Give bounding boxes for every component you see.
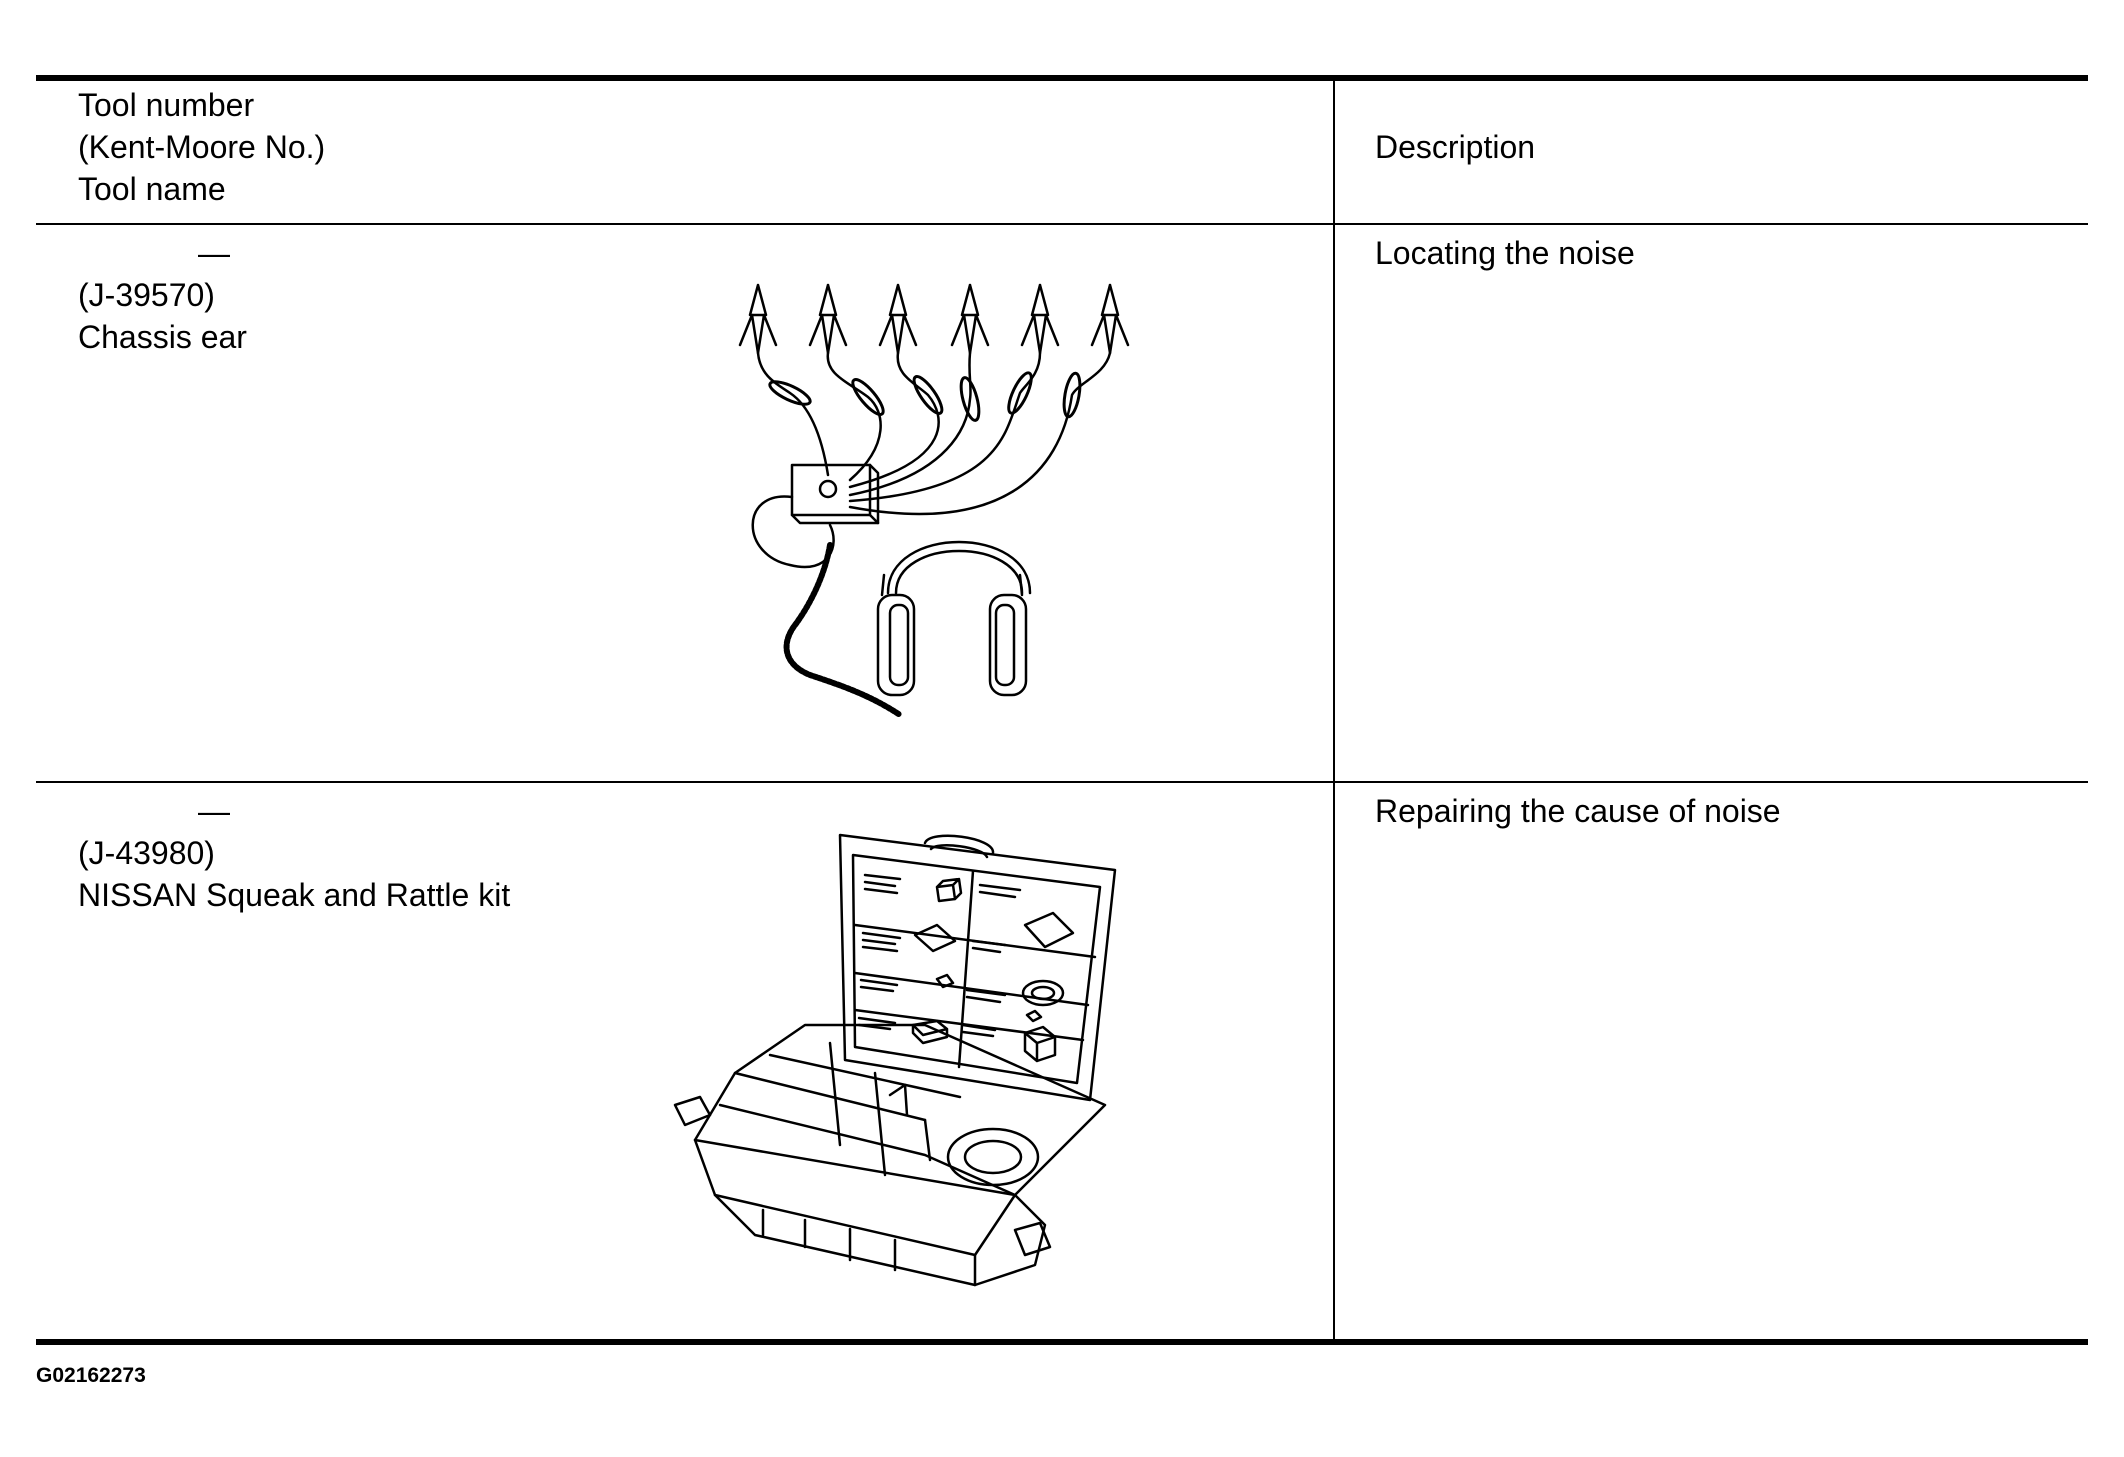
row-1-tool-number: — — [198, 235, 230, 271]
row-2-description: Repairing the cause of noise — [1375, 793, 1781, 829]
column-divider — [1333, 80, 1335, 1340]
header-divider — [36, 223, 2088, 225]
header-tool-number: Tool number — [78, 87, 255, 123]
amplifier-box-icon — [790, 463, 880, 525]
alligator-clip-2-icon — [808, 283, 848, 355]
row-1-tool-cell: — (J-39570) Chassis ear — [78, 232, 247, 358]
alligator-clip-3-icon — [878, 283, 918, 355]
row-2-tool-name: NISSAN Squeak and Rattle kit — [78, 877, 511, 913]
row-1-kent-moore: (J-39570) — [78, 277, 215, 313]
chassis-ear-illustration — [738, 283, 1130, 718]
alligator-clip-1-icon — [738, 283, 778, 355]
headphones-icon — [876, 540, 1032, 697]
alligator-clip-5-icon — [1020, 283, 1060, 355]
header-description: Description — [1375, 129, 1536, 165]
table-top-rule — [36, 75, 2088, 81]
squeak-rattle-kit-illustration — [673, 833, 1117, 1287]
case-lid-icon — [838, 833, 1117, 1102]
header-kent-moore: (Kent-Moore No.) — [78, 129, 326, 165]
case-base-icon — [673, 1023, 1107, 1287]
row-1-tool-name: Chassis ear — [78, 319, 247, 355]
row-2-tool-cell: — (J-43980) NISSAN Squeak and Rattle kit — [78, 790, 510, 916]
row-1-description: Locating the noise — [1375, 235, 1635, 271]
row-2-tool-number: — — [198, 793, 230, 829]
table-bottom-rule — [36, 1339, 2088, 1345]
row-2-kent-moore: (J-43980) — [78, 835, 215, 871]
alligator-clip-4-icon — [950, 283, 990, 355]
row-divider — [36, 781, 2088, 783]
header-tool-name: Tool name — [78, 171, 226, 207]
header-tool-column: Tool number (Kent-Moore No.) Tool name — [78, 84, 325, 210]
figure-code: G02162273 — [36, 1364, 146, 1387]
alligator-clip-6-icon — [1090, 283, 1130, 355]
